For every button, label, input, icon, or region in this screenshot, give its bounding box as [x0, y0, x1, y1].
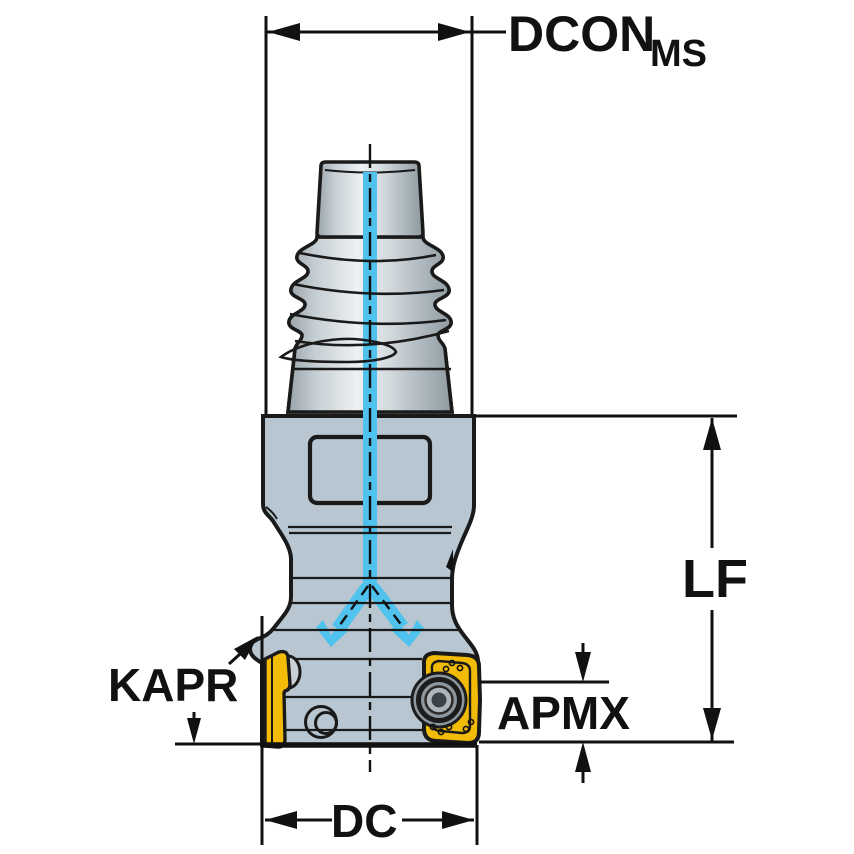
arrowhead-left-icon — [268, 23, 300, 41]
screw-socket — [431, 692, 447, 708]
dot — [429, 723, 437, 731]
arrowhead-diagonal-icon — [234, 636, 258, 660]
dot — [437, 728, 445, 736]
dashed-centerline — [371, 585, 404, 628]
dot — [467, 718, 475, 726]
insert-corner-dots — [429, 659, 475, 736]
dot — [442, 665, 450, 673]
arrowhead-up-icon — [575, 742, 591, 772]
arrowhead-right-icon — [438, 23, 470, 41]
branch-centerlines — [336, 585, 404, 630]
label-kapr: KAPR — [108, 659, 238, 711]
label-dcon: DCON — [508, 6, 655, 62]
insert-screw — [410, 671, 468, 729]
dashed-centerline — [336, 585, 369, 630]
dot — [456, 664, 464, 672]
chip-gash-edge — [446, 549, 453, 572]
dot — [445, 723, 453, 731]
arrowhead-down-icon — [187, 718, 201, 744]
dot — [448, 659, 456, 667]
thread-runout-lens — [278, 337, 398, 364]
dimension-dcon: DCON MS — [266, 6, 707, 75]
arrowhead-up-icon — [703, 418, 721, 450]
dimension-apmx: APMX — [479, 643, 630, 783]
arrowhead-left-icon — [265, 811, 297, 829]
label-dc: DC — [331, 795, 397, 847]
dot — [462, 725, 470, 733]
hole-inner — [314, 711, 338, 735]
insert-left-seat-line — [282, 686, 291, 694]
label-lf: LF — [682, 549, 748, 609]
label-dcon-subscript: MS — [650, 33, 707, 75]
coolant-chevron-left — [316, 620, 349, 647]
coolant-chevron-right — [391, 620, 424, 647]
insert-right-inner-outline — [430, 659, 472, 735]
arrowhead-down-icon — [575, 652, 591, 682]
dimension-lf: LF — [474, 414, 748, 744]
face-coolant-hole — [304, 705, 338, 739]
body-chamfer-line — [265, 506, 278, 520]
arrowhead-down-icon — [703, 708, 721, 740]
thread-line — [299, 251, 437, 263]
dimension-kapr: KAPR — [108, 616, 264, 845]
dimension-dc: DC — [265, 745, 479, 847]
label-apmx: APMX — [497, 687, 630, 739]
arrowhead-right-icon — [442, 811, 474, 829]
dcon-extension-lines — [264, 16, 474, 414]
arrow-tail — [227, 652, 242, 666]
screw-ring-mid — [416, 677, 462, 723]
